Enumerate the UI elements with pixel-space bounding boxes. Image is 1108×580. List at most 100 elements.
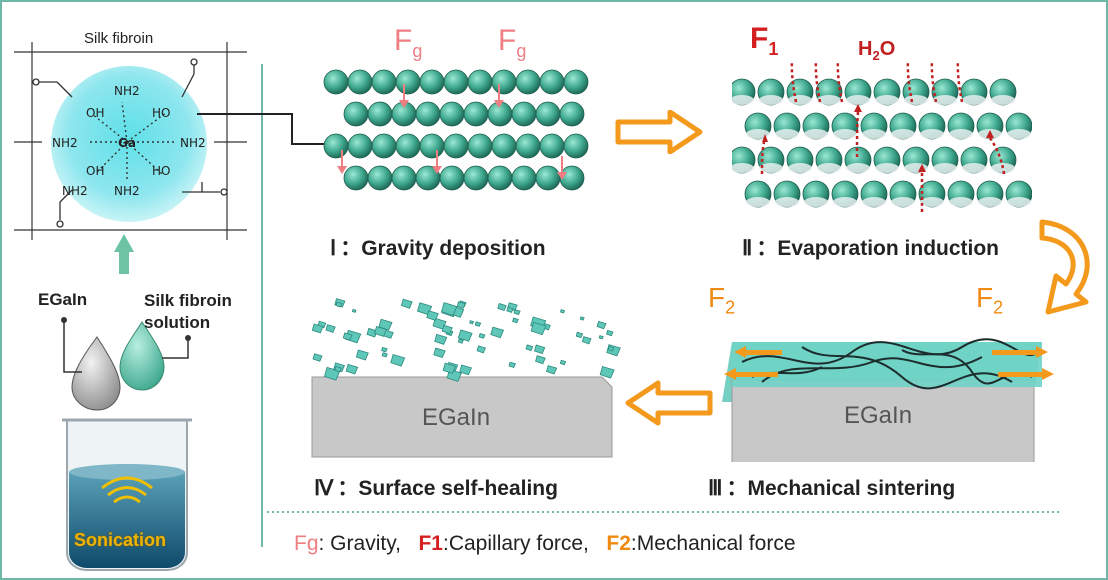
particle: [367, 101, 393, 127]
legend-f2-key: F2: [606, 532, 631, 555]
fragment: [469, 320, 475, 325]
fragment: [335, 301, 343, 308]
curved-arrow-icon: [1039, 219, 1090, 315]
particle: [371, 133, 397, 159]
right-arrow-icon: [615, 110, 703, 154]
h2o-label: H2O: [858, 38, 896, 63]
f1-label: F1: [750, 22, 779, 59]
beaker-icon: [62, 418, 192, 571]
particle-shell: [904, 95, 928, 105]
stage-2-particles: [732, 62, 1032, 213]
fragment: [579, 316, 585, 321]
left-panel-graphics: [14, 42, 247, 571]
fragment: [546, 365, 558, 375]
legend-f2-text: :Mechanical force: [630, 532, 796, 555]
group-label: NH2: [180, 136, 206, 150]
egain-label: EGaIn: [38, 290, 88, 309]
particle: [511, 165, 537, 191]
particle-shell: [846, 163, 870, 173]
fragment: [456, 301, 466, 309]
fragment: [400, 298, 413, 309]
particle-shell: [962, 163, 986, 173]
fragment: [596, 320, 607, 330]
fragment: [311, 323, 324, 334]
group-label: HO: [152, 164, 171, 178]
particle-shell: [775, 197, 799, 207]
particle: [559, 165, 585, 191]
particle-shell: [833, 197, 857, 207]
particle: [443, 69, 469, 95]
particle: [467, 69, 493, 95]
fragment: [598, 335, 604, 340]
particle: [419, 133, 445, 159]
fragment: [442, 362, 456, 374]
particle-shell: [788, 163, 812, 173]
fragment: [441, 302, 458, 316]
fragment: [478, 333, 486, 339]
fragment: [366, 327, 378, 338]
sonication-label: Sonication: [74, 530, 167, 550]
fragment: [497, 302, 507, 312]
fragment: [476, 345, 486, 354]
particle: [515, 133, 541, 159]
particle-shell: [962, 95, 986, 105]
stage-3-graphic: [722, 338, 1054, 462]
particle-shell: [788, 95, 812, 105]
particle: [463, 165, 489, 191]
fragment: [342, 332, 353, 341]
stage-1-label: Ⅰ：Gravity deposition: [330, 236, 546, 260]
fragment: [560, 309, 566, 314]
particle-shell: [759, 95, 783, 105]
stage-1-particles: [323, 69, 589, 191]
fragment: [345, 363, 359, 375]
fragment: [378, 318, 393, 331]
silk-droplet-icon: [119, 321, 165, 391]
group-label: NH2: [52, 136, 78, 150]
particle: [491, 69, 517, 95]
fragment: [513, 309, 521, 316]
particle-shell: [920, 197, 944, 207]
f2-label-left: F2: [708, 282, 736, 318]
particle-shell: [862, 197, 886, 207]
legend-fg-text: : Gravity,: [318, 532, 401, 555]
group-label: OH: [86, 164, 105, 178]
fragment: [559, 359, 567, 366]
particle: [371, 69, 397, 95]
particle: [395, 133, 421, 159]
fragment: [508, 361, 516, 369]
particle: [563, 69, 589, 95]
particle: [415, 101, 441, 127]
fragment: [355, 349, 369, 361]
stage-3-label: Ⅲ：Mechanical sintering: [708, 476, 956, 500]
particle: [443, 133, 469, 159]
fragment: [434, 333, 448, 345]
fragment: [433, 347, 446, 359]
particle: [439, 165, 465, 191]
group-label: OH: [86, 106, 105, 120]
legend-f1-text: :Capillary force,: [443, 532, 589, 555]
fragment: [530, 321, 547, 336]
fragment: [312, 353, 323, 362]
fragment: [426, 310, 439, 321]
particle: [463, 101, 489, 127]
particle-shell: [949, 129, 973, 139]
particle: [347, 133, 373, 159]
particle: [343, 101, 369, 127]
particle: [323, 69, 349, 95]
particle: [467, 133, 493, 159]
particle: [535, 101, 561, 127]
particle: [511, 101, 537, 127]
particle-shell: [833, 129, 857, 139]
fragment: [457, 329, 473, 342]
fg-label-1: Fg: [394, 24, 423, 61]
particle-shell: [875, 95, 899, 105]
fragment: [325, 324, 336, 333]
fragment: [535, 355, 546, 365]
particle: [491, 133, 517, 159]
silk-fibroin-sphere: [51, 66, 207, 222]
fragment: [512, 317, 519, 324]
particle-shell: [817, 95, 841, 105]
particle-shell: [875, 163, 899, 173]
